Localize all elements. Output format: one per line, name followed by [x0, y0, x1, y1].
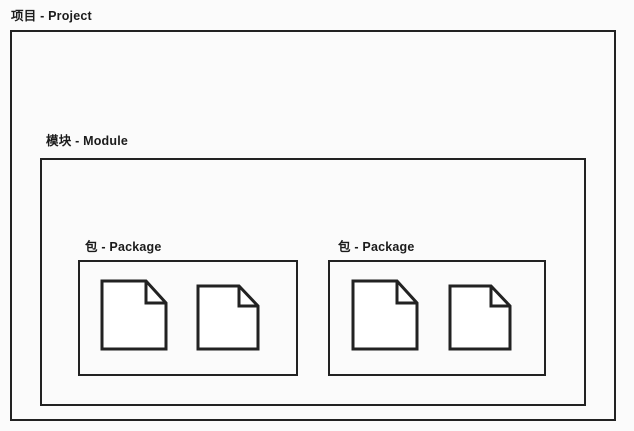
project-container: [10, 30, 616, 421]
package-2-container: [328, 260, 546, 376]
project-label: 项目 - Project: [11, 9, 92, 23]
package-2-label: 包 - Package: [338, 240, 415, 254]
file-icon: [100, 279, 168, 351]
module-container: [40, 158, 586, 406]
file-icon: [448, 284, 512, 351]
package-1-label: 包 - Package: [85, 240, 162, 254]
file-icon: [196, 284, 260, 351]
file-icon: [351, 279, 419, 351]
module-label: 模块 - Module: [46, 134, 129, 148]
package-1-container: [78, 260, 298, 376]
